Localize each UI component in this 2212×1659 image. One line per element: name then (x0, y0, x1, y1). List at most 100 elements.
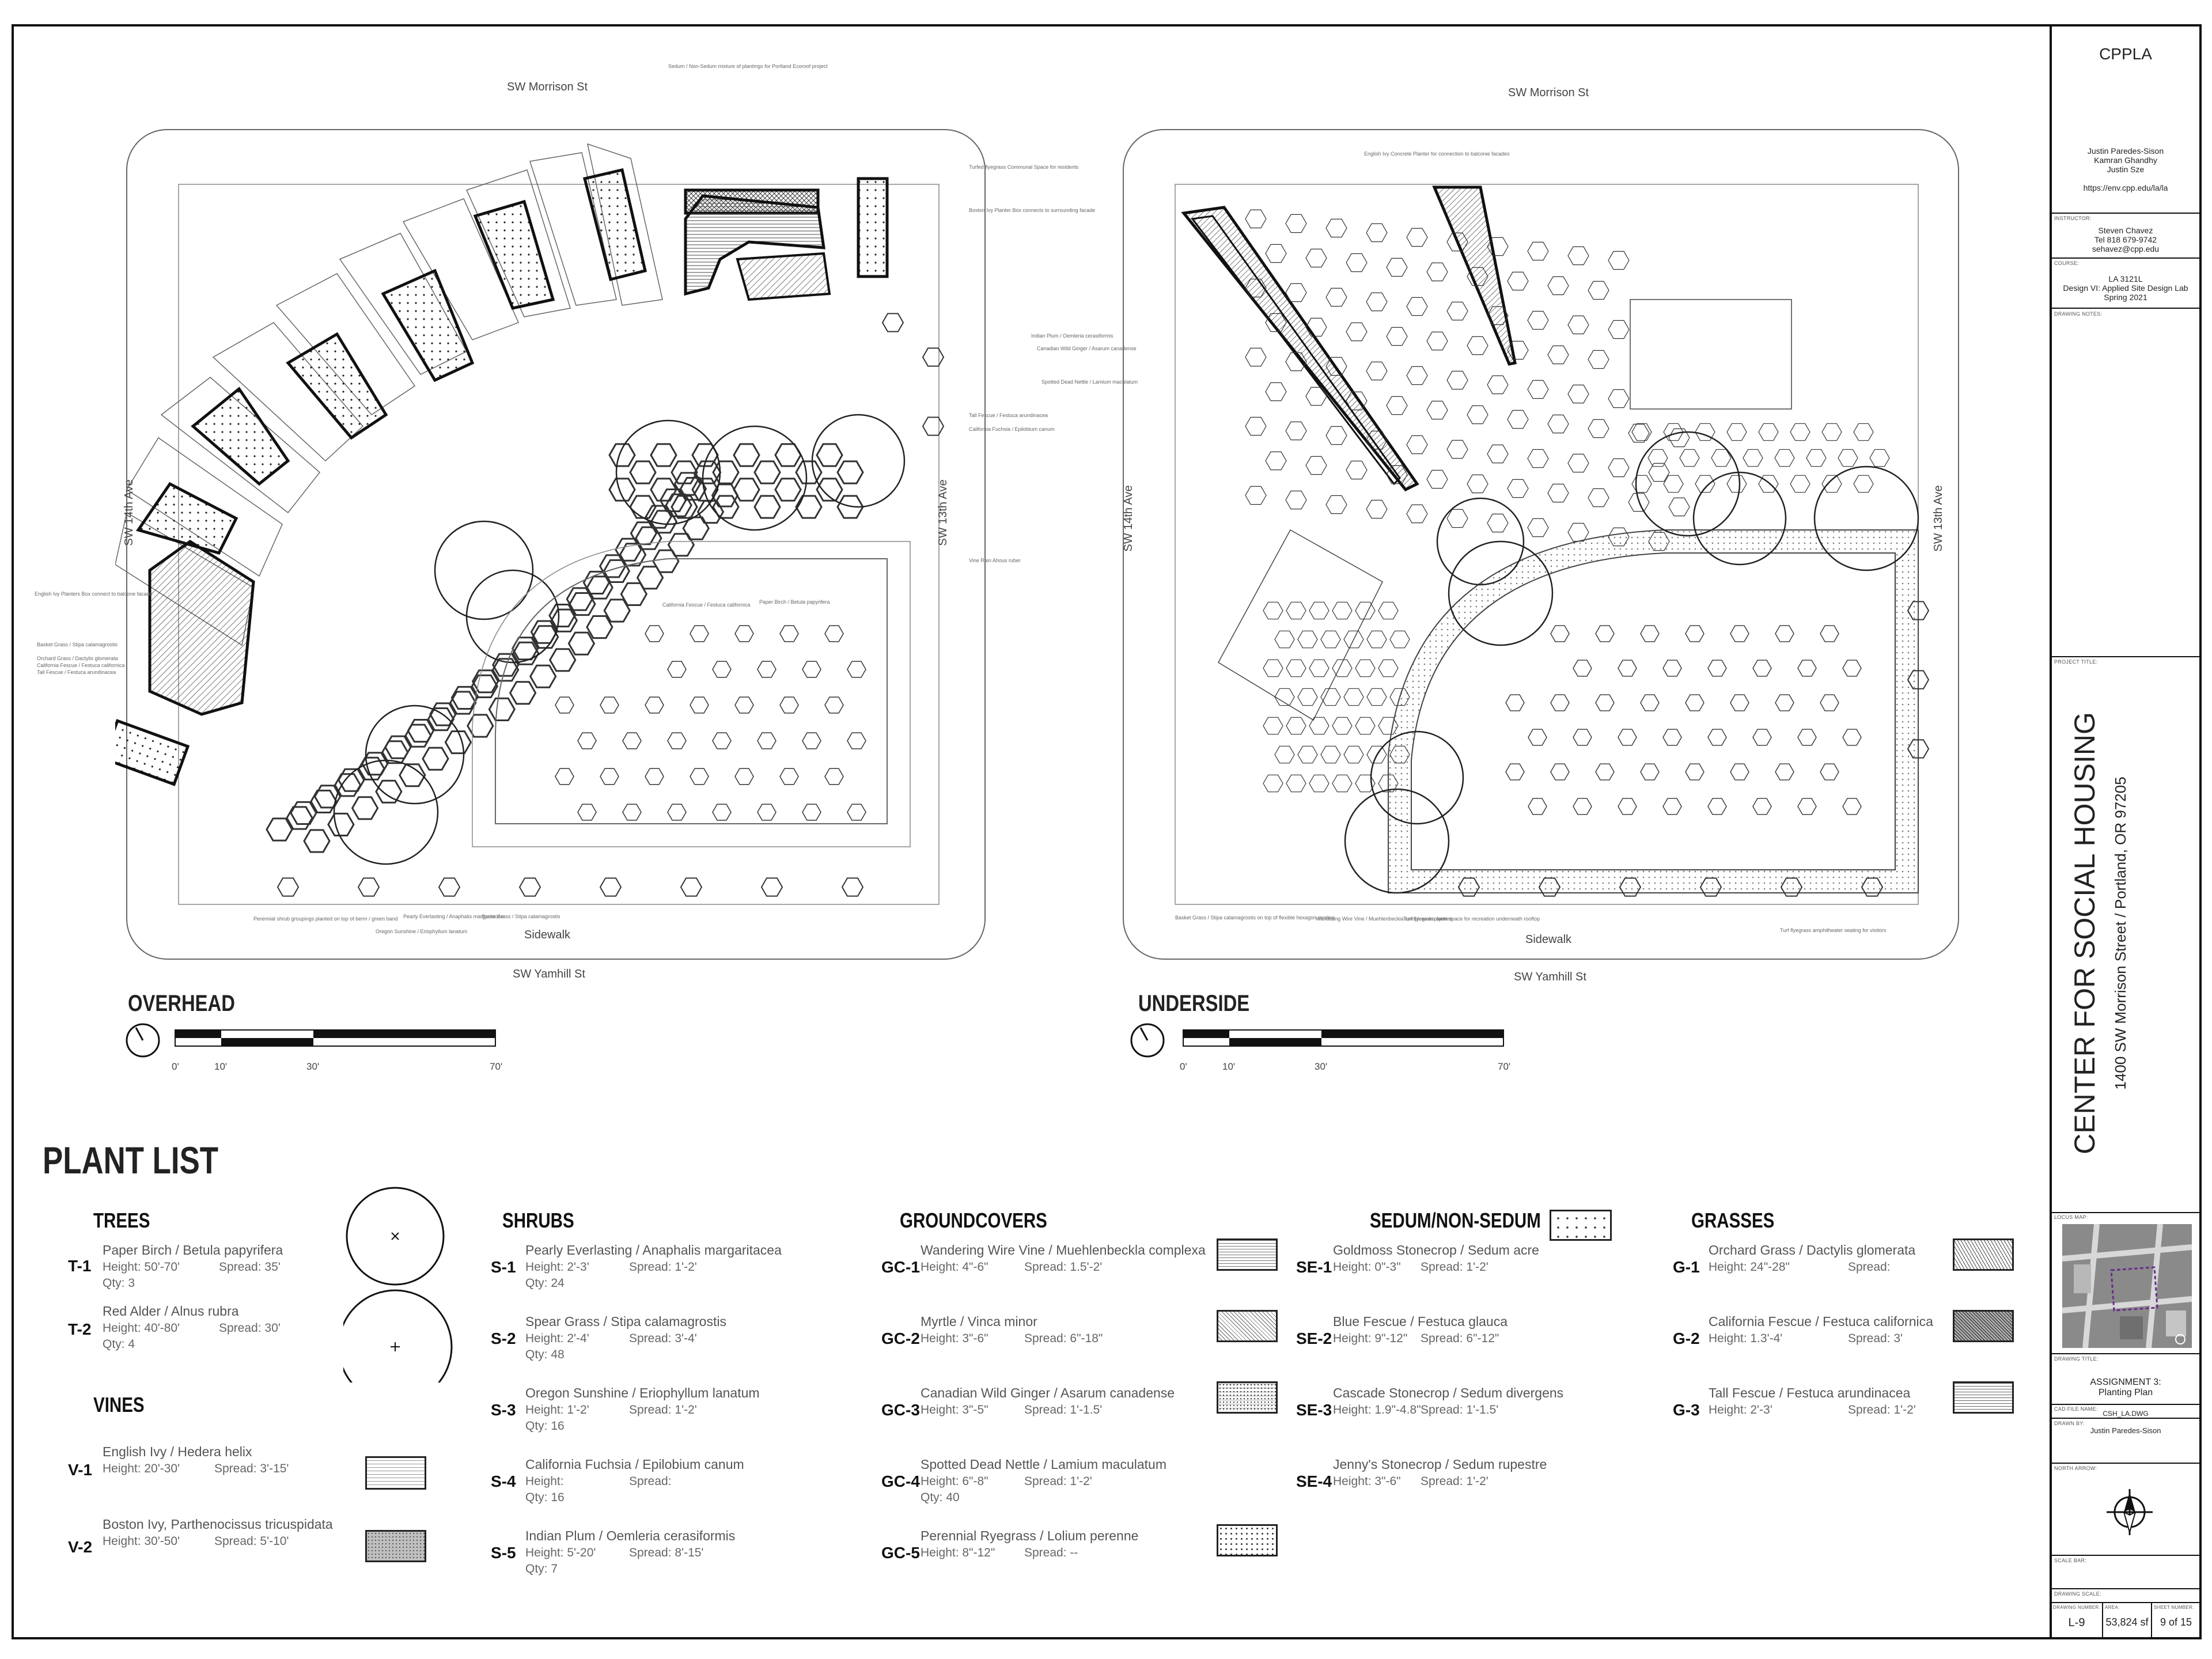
plant-qty: Qty: 16 (525, 1491, 565, 1504)
plant-name: Spear Grass / Stipa calamagrostis (525, 1314, 726, 1329)
hex-cell (1842, 660, 1862, 677)
hex-cell (673, 472, 702, 496)
hex-cell (1446, 301, 1468, 321)
plant-code: GC-2 (881, 1330, 920, 1347)
annotation: California Fuchsia / Epilobium canum (969, 426, 1055, 432)
area-label: AREA: (2105, 1605, 2120, 1610)
hex-cell (1663, 423, 1684, 441)
plant-name: Canadian Wild Ginger / Asarum canadense (921, 1385, 1175, 1400)
hex-cell (488, 697, 516, 721)
hex-cell (1507, 271, 1529, 291)
hex-cell (1406, 228, 1428, 247)
hex-cell (1821, 423, 1842, 441)
hex-cell (1567, 384, 1589, 404)
groundcover-swatch-gc5 (1217, 1524, 1278, 1556)
hex-cell (1487, 375, 1509, 395)
plant-code: GC-1 (881, 1258, 920, 1276)
hex-cell (1726, 475, 1747, 493)
hex-cell (922, 416, 945, 436)
hex-cell (1507, 410, 1529, 429)
hex-cell (1821, 475, 1842, 493)
lawn-hex-pattern (1505, 625, 1862, 815)
hex-cell (1355, 601, 1376, 620)
plant-spread: Spread: 35' (219, 1260, 281, 1274)
website-link[interactable]: https://env.cpp.edu/la/la (2083, 183, 2168, 192)
hex-cell (266, 817, 293, 842)
hex-cell (1245, 278, 1267, 298)
plant-spread: Spread: 3'-15' (214, 1462, 289, 1475)
plant-code: G-2 (1673, 1330, 1700, 1347)
hex-cell (1573, 798, 1592, 815)
course-label: COURSE: (2054, 260, 2080, 266)
plant-code: V-2 (68, 1538, 93, 1556)
hex-cell (438, 877, 461, 897)
hex-cell (1685, 694, 1705, 711)
overhead-plan-label: OVERHEAD (128, 991, 235, 1016)
hex-cell (1790, 475, 1810, 493)
hex-cell (733, 478, 760, 502)
hex-cell (667, 661, 687, 678)
hex-cell (1285, 421, 1307, 441)
hex-cell (1309, 659, 1330, 677)
hex-cell (1346, 460, 1368, 480)
hex-cell (1797, 798, 1817, 815)
hex-cell (1699, 877, 1722, 897)
hex-cell (1386, 396, 1408, 415)
hex-cell (1309, 717, 1330, 735)
plant-spread: Spread: 6"-18" (1024, 1332, 1103, 1345)
hex-cell (1263, 717, 1283, 735)
plant-height: Height: 2'-3' (1709, 1403, 1772, 1416)
scale-tick: 70' (490, 1061, 503, 1072)
hex-cell (1320, 630, 1341, 649)
hex-cell (1774, 449, 1795, 467)
hex-cell (645, 768, 664, 785)
hex-cell (1861, 877, 1884, 897)
hex-cell (1467, 474, 1488, 494)
hex-cell (1245, 416, 1267, 436)
hex-cell (1305, 248, 1327, 268)
hex-cell (467, 714, 494, 738)
hex-cell (1263, 774, 1283, 793)
hex-cell (1366, 499, 1388, 519)
hex-cell (1426, 469, 1448, 489)
hex-cell (690, 696, 709, 714)
instructor-label: INSTRUCTOR: (2054, 215, 2092, 221)
hex-cell (1305, 456, 1327, 475)
hex-cell (1245, 347, 1267, 367)
hex-cell (1406, 366, 1428, 385)
annotation: Turf flyegrass open space for recreation… (1403, 916, 1540, 922)
hex-cell (1305, 387, 1327, 406)
drawing-number-label: DRAWING NUMBER: (2053, 1605, 2100, 1610)
groundcover-swatch-gc1 (1217, 1238, 1278, 1271)
hex-cell (1332, 659, 1353, 677)
plant-height: Height: 20'-30' (103, 1462, 180, 1475)
hex-cell (600, 768, 619, 785)
hex-cell (753, 460, 781, 484)
plant-height: Height: 30'-50' (103, 1535, 180, 1548)
hex-cell (1547, 414, 1569, 434)
annotation: Spear Grass / Stipa calamagrostis (482, 914, 560, 919)
plant-name: Myrtle / Vinca minor (921, 1314, 1037, 1329)
plant-height: Height: 3"-6" (921, 1332, 988, 1345)
plant-name: Spotted Dead Nettle / Lamium maculatum (921, 1457, 1166, 1472)
hex-cell (1775, 694, 1794, 711)
hex-cell (1685, 625, 1705, 642)
hex-cell (1487, 444, 1509, 464)
hex-cell (1297, 688, 1318, 706)
annotation: Basket Grass / Stipa calamagrostis on to… (1175, 915, 1335, 921)
hex-seating-field (1245, 209, 1890, 793)
grass-swatch-g2 (1953, 1310, 2014, 1342)
hex-cell (608, 443, 636, 467)
hex-cell (847, 732, 866, 749)
annotation: Wandering Wire Vine / Muehlenbeckia comp… (1316, 916, 1453, 922)
hex-cell (1775, 763, 1794, 781)
scale-bar-label: SCALE BAR: (2054, 1558, 2087, 1563)
plant-qty: Qty: 7 (525, 1562, 558, 1575)
hex-cell (650, 443, 677, 467)
shrubs-heading: SHRUBS (502, 1209, 574, 1232)
hex-cell (450, 685, 479, 710)
overhead-plan (115, 129, 986, 960)
hex-cell (1325, 357, 1347, 376)
annotation: Basket Grass / Stipa calamagrostis (37, 642, 118, 647)
hex-cell (615, 537, 642, 562)
